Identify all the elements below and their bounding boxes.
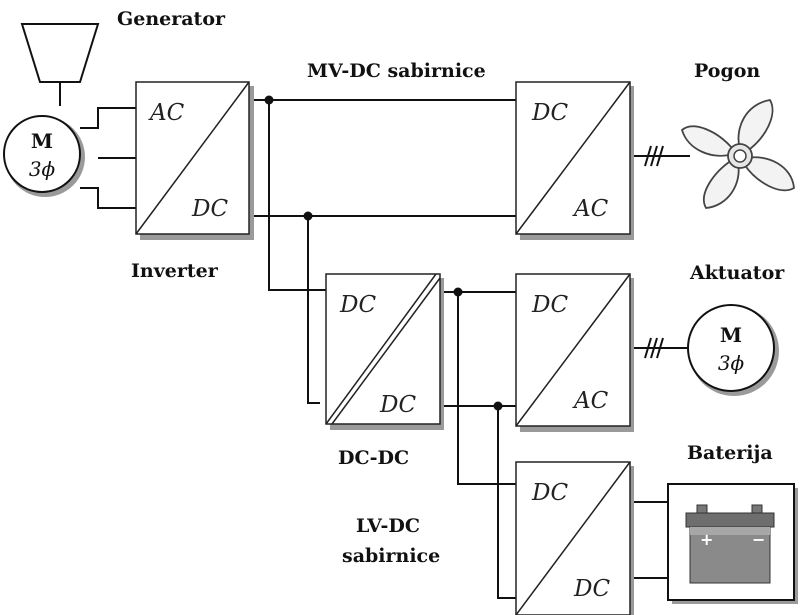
generator-turbine-icon — [20, 23, 100, 83]
drive-inverter-block: DC AC — [515, 81, 634, 240]
junction-dot — [303, 211, 313, 221]
actuator-motor-letter: M — [720, 323, 742, 347]
battery-converter-block: DC DC — [515, 461, 634, 615]
junction-dots — [264, 95, 503, 411]
dcdc-label: DC-DC — [338, 447, 409, 469]
battery-label: Baterija — [687, 442, 773, 464]
inverter-block: AC DC — [135, 81, 254, 240]
dcdc-top-label: DC — [339, 292, 376, 318]
generator-label: Generator — [117, 8, 226, 30]
actuator-label: Aktuator — [689, 262, 785, 284]
motor-letter: M — [31, 129, 53, 153]
motor-phase: 3ϕ — [29, 157, 56, 181]
drive-inverter-bottom-label: AC — [572, 196, 609, 222]
svg-text:−: − — [752, 530, 765, 549]
mv-bus-label: MV-DC sabirnice — [307, 60, 486, 82]
dcdc-bottom-label: DC — [379, 392, 416, 418]
battery-converter-top-label: DC — [531, 480, 568, 506]
actuator-inverter-top-label: DC — [531, 292, 568, 318]
junction-dot — [264, 95, 274, 105]
generator-motor: M 3ϕ — [3, 115, 85, 197]
inverter-bottom-label: DC — [191, 196, 228, 222]
inverter-top-label: AC — [148, 100, 185, 126]
actuator-motor-phase: 3ϕ — [718, 351, 745, 375]
fan-icon — [681, 99, 795, 209]
svg-text:+: + — [700, 530, 713, 549]
battery-icon: + − — [667, 483, 798, 604]
three-phase-marker-actuator — [644, 337, 664, 359]
lv-bus-label-line2: sabirnice — [342, 545, 440, 567]
battery-converter-bottom-label: DC — [573, 576, 610, 602]
junction-dot — [453, 287, 463, 297]
lv-bus-label-line1: LV-DC — [356, 515, 420, 537]
actuator-motor: M 3ϕ — [687, 304, 779, 396]
three-phase-marker-drive — [644, 145, 664, 167]
actuator-inverter-block: DC AC — [515, 273, 634, 432]
drive-inverter-top-label: DC — [531, 100, 568, 126]
dcdc-block: DC DC — [325, 273, 444, 430]
actuator-inverter-bottom-label: AC — [572, 388, 609, 414]
junction-dot — [493, 401, 503, 411]
inverter-label: Inverter — [131, 260, 219, 282]
drive-label: Pogon — [694, 60, 760, 82]
